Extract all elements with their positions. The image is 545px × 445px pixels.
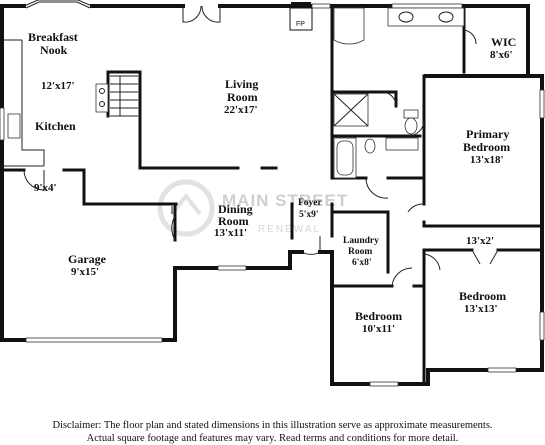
door-laundry <box>365 177 389 199</box>
garage-label: Garage <box>68 252 107 266</box>
bedroom-3-label: Bedroom <box>459 289 506 303</box>
door-bath <box>381 91 397 107</box>
windows <box>0 0 545 387</box>
kitchen-label: Kitchen <box>35 119 76 133</box>
watermark-logo-mark-icon <box>170 192 202 216</box>
door-front <box>301 236 321 255</box>
foyer-size: 5'x9' <box>299 210 319 220</box>
primary-bedroom-label-2: Bedroom <box>463 140 510 154</box>
wic-label: WIC <box>491 35 516 49</box>
laundry-room-label-1: Laundry <box>343 236 379 246</box>
wall-foyer-bottom <box>318 250 334 282</box>
french-door-living <box>182 5 221 23</box>
breakfast-nook-size: 12'x17' <box>41 80 75 92</box>
dining-room-label-1: Dining <box>218 202 253 216</box>
wic-size: 8'x6' <box>490 49 513 61</box>
kitchen-sink <box>7 113 21 139</box>
living-room-size: 22'x17' <box>224 104 258 116</box>
door-wic <box>463 29 477 45</box>
window-left <box>0 107 5 141</box>
bay-window <box>23 0 93 9</box>
window-bath-top <box>391 3 463 9</box>
wall-foyer-bump <box>288 250 304 270</box>
stairs <box>110 75 138 117</box>
living-room-label-1: Living <box>225 77 258 91</box>
disclaimer: Disclaimer: The floor plan and stated di… <box>0 419 545 445</box>
hall-vanity <box>385 137 419 151</box>
breakfast-nook-label-1: Breakfast <box>28 30 78 44</box>
bedroom-3-size: 13'x13' <box>464 303 498 315</box>
toilet-hall <box>364 138 376 154</box>
interior-walls <box>0 2 544 386</box>
fireplace-label: FP <box>296 21 305 28</box>
window-right-lower <box>539 311 545 341</box>
window-right-primary <box>539 89 545 119</box>
fixtures <box>7 7 465 214</box>
room-labels: Breakfast Nook 12'x17' Kitchen Living Ro… <box>28 21 516 335</box>
foyer-label: Foyer <box>298 198 323 208</box>
window-top-fp-gap <box>311 3 331 9</box>
primary-bedroom-size: 13'x18' <box>470 154 504 166</box>
dining-room-size: 13'x11' <box>214 227 247 239</box>
wall-bath-lower <box>330 90 398 108</box>
window-dining <box>217 265 247 271</box>
door-garage-dining <box>171 215 176 241</box>
exterior-walls <box>0 4 544 386</box>
door-hall-primary <box>407 203 425 213</box>
wall-bedroom3-step <box>426 368 490 386</box>
door-primary-bath <box>407 119 425 137</box>
disclaimer-line-1: Disclaimer: The floor plan and stated di… <box>52 420 493 431</box>
breakfast-nook-label-2: Nook <box>40 43 68 57</box>
wall-garage-top <box>62 168 178 206</box>
fireplace-hearth <box>291 2 311 8</box>
toilet-primary <box>403 109 419 119</box>
watermark-logo-icon <box>157 179 215 237</box>
laundry-room-label-2: Room <box>348 247 372 257</box>
closet-size: 13'x2' <box>466 235 494 247</box>
bedroom-2-label: Bedroom <box>355 309 402 323</box>
window-bedroom3 <box>487 367 517 373</box>
door-closet <box>471 249 499 265</box>
door-bedroom3 <box>423 253 441 271</box>
kitchen-counter <box>2 39 45 167</box>
doors <box>23 5 499 287</box>
watermark: MAIN STREET RENEWAL <box>157 179 348 237</box>
hall-area-size: 9'x4' <box>34 182 57 194</box>
dining-room-label-2: Room <box>218 214 249 228</box>
disclaimer-line-2: Actual square footage and features may v… <box>86 433 459 444</box>
door-kitchen-garage <box>23 169 45 191</box>
window-garage-door <box>25 337 163 343</box>
laundry-room-size: 6'x8' <box>352 258 372 268</box>
window-bedroom2 <box>369 381 399 387</box>
door-bedroom2 <box>391 267 413 287</box>
corner-shower <box>333 7 365 45</box>
watermark-title: MAIN STREET <box>222 191 348 210</box>
primary-bedroom-label-1: Primary <box>466 127 509 141</box>
living-room-label-2: Room <box>227 90 258 104</box>
bedroom-2-size: 10'x11' <box>362 323 395 335</box>
watermark-subtitle: RENEWAL <box>258 224 321 235</box>
garage-size: 9'x15' <box>71 266 99 278</box>
